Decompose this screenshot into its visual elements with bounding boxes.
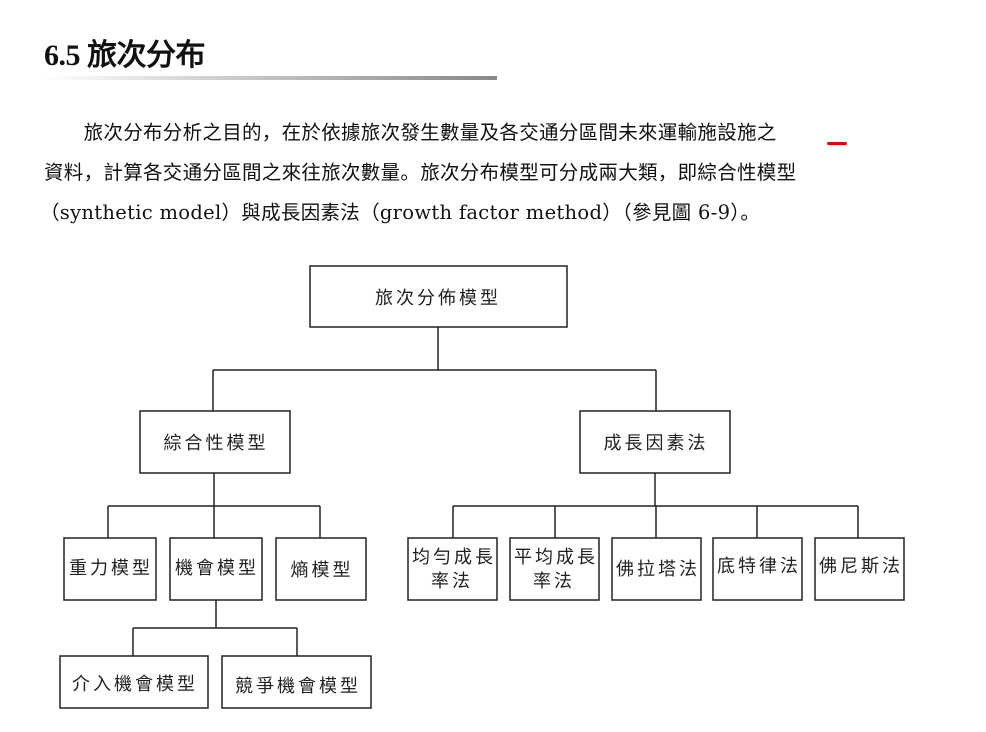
svg-text:佛拉塔法: 佛拉塔法 [616,559,700,580]
svg-text:介入機會模型: 介入機會模型 [72,674,198,695]
svg-text:旅次分佈模型: 旅次分佈模型 [375,288,501,309]
svg-text:佛尼斯法: 佛尼斯法 [819,556,903,577]
paragraph-line-2: 資料，計算各交通分區間之來往旅次數量。旅次分布模型可分成兩大類，即綜合性模型 [44,161,797,184]
svg-text:熵模型: 熵模型 [291,560,354,581]
svg-text:競爭機會模型: 競爭機會模型 [235,676,361,697]
svg-text:平均成長: 平均成長 [514,547,598,568]
svg-text:率法: 率法 [533,571,575,592]
svg-text:底特律法: 底特律法 [717,556,801,577]
node-synthetic-model: 綜合性模型 [139,410,291,474]
node-competing-opportunity: 競爭機會模型 [221,655,372,709]
node-growth-factor: 成長因素法 [579,410,731,474]
paragraph-line-3: （synthetic model）與成長因素法（growth factor me… [40,201,761,224]
node-detroit: 底特律法 [712,537,803,601]
paragraph-line-1: 旅次分布分析之目的，在於依據旅次發生數量及各交通分區間未來運輸施設施之 [44,121,777,144]
node-gravity-model: 重力模型 [63,537,157,601]
node-furness: 佛尼斯法 [814,537,905,601]
svg-text:綜合性模型: 綜合性模型 [164,433,269,454]
connectors [107,327,859,656]
svg-text:成長因素法: 成長因素法 [604,433,709,454]
node-fratar: 佛拉塔法 [611,537,702,601]
svg-text:機會模型: 機會模型 [175,558,259,579]
red-underline-mark [827,142,847,145]
heading-rule [44,76,497,80]
node-opportunity-model: 機會模型 [169,537,263,601]
svg-text:重力模型: 重力模型 [69,558,153,579]
svg-text:率法: 率法 [431,571,473,592]
node-entropy-model: 熵模型 [275,537,367,601]
node-root: 旅次分佈模型 [309,265,568,328]
section-heading: 6.5 旅次分布 [44,39,206,72]
svg-text:均勻成長: 均勻成長 [412,547,496,568]
node-intervening-opportunity: 介入機會模型 [59,655,209,709]
